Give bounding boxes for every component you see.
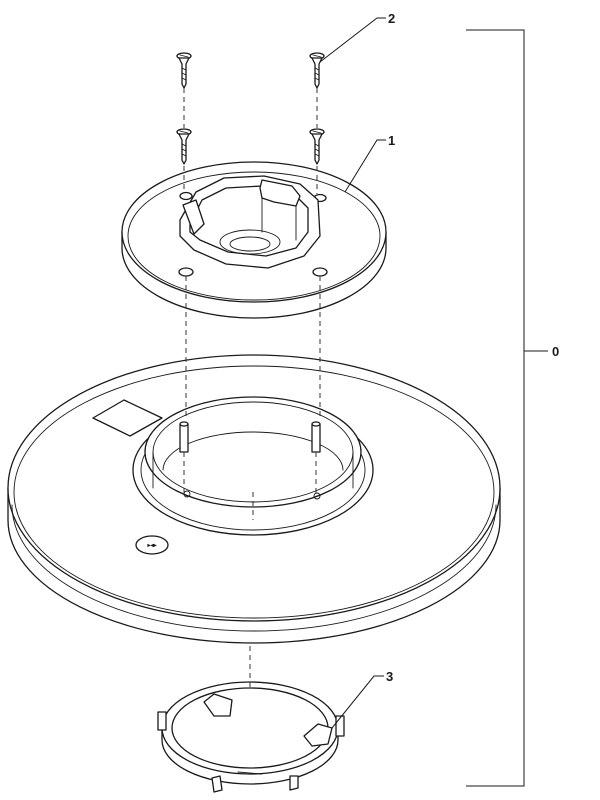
callout-0: 0 (552, 344, 559, 359)
screw-upper-left (176, 52, 192, 89)
adapter-plate (121, 161, 387, 319)
retaining-ring (157, 681, 345, 793)
assembly-centre-lines (183, 88, 321, 690)
label-square (92, 399, 163, 437)
assembly-bracket (466, 29, 548, 787)
orientation-badge (135, 535, 169, 555)
callout-2: 2 (388, 11, 395, 26)
callout-1: 1 (388, 133, 395, 148)
screw-upper-right (309, 52, 325, 89)
orientation-mark: ▸◂▸ (146, 543, 157, 549)
base-disc: ▸◂▸ (7, 354, 501, 644)
screw-post-right (311, 421, 321, 453)
screw-lower-right (309, 128, 325, 165)
screw-post-left (179, 421, 189, 453)
collar-top (144, 396, 362, 508)
callout-leaders (319, 17, 386, 729)
screw-lower-left (176, 128, 192, 165)
callout-3: 3 (386, 669, 393, 684)
